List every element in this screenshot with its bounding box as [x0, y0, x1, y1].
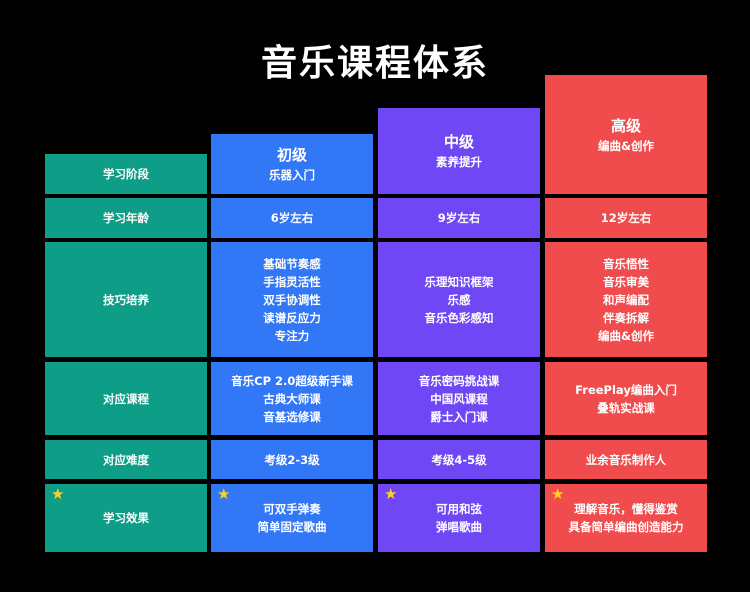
cell-text: 音乐CP 2.0超级新手课 — [231, 373, 353, 388]
row-label: 对应课程 — [45, 362, 207, 435]
star-icon: ★ — [51, 485, 65, 503]
table-cell-advanced: FreePlay编曲入门叠轨实战课 — [545, 362, 707, 435]
cell-text: 9岁左右 — [437, 211, 481, 225]
cell-text: 乐理知识框架 — [424, 274, 494, 289]
level-header-beginner: 初级乐器入门 — [211, 134, 373, 194]
level-subtitle: 素养提升 — [436, 155, 482, 169]
cell-text: 考级2-3级 — [264, 452, 320, 467]
cell-text: 业余音乐制作人 — [585, 452, 667, 467]
cell-text: 音乐色彩感知 — [424, 310, 494, 325]
row-label-text: 对应课程 — [103, 391, 149, 406]
level-name: 高级 — [610, 116, 641, 135]
row-label-text: 学习阶段 — [103, 167, 149, 181]
star-icon: ★ — [217, 485, 231, 503]
cell-text: 音乐密码挑战课 — [418, 373, 500, 388]
table-cell-advanced: 业余音乐制作人 — [545, 440, 707, 479]
cell-text: 考级4-5级 — [431, 452, 487, 467]
cell-text: 手指灵活性 — [263, 274, 321, 289]
cell-text: 音基选修课 — [263, 409, 321, 424]
table-cell-advanced: 理解音乐，懂得鉴赏具备简单编曲创造能力 ★ — [545, 484, 707, 552]
cell-text: 古典大师课 — [263, 391, 321, 406]
table-cell-intermediate: 9岁左右 — [378, 198, 540, 238]
row-label: 技巧培养 — [45, 242, 207, 357]
cell-text: 音乐悟性 — [603, 256, 649, 271]
cell-text: 基础节奏感 — [263, 256, 321, 271]
cell-text: 12岁左右 — [600, 211, 652, 225]
cell-text: 中国风课程 — [430, 391, 488, 406]
cell-text: 专注力 — [274, 328, 310, 343]
cell-text: FreePlay编曲入门 — [575, 382, 677, 397]
table-cell-intermediate: 乐理知识框架乐感音乐色彩感知 — [378, 242, 540, 357]
table-cell-beginner: 基础节奏感手指灵活性双手协调性读谱反应力专注力 — [211, 242, 373, 357]
cell-text: 伴奏拆解 — [603, 310, 649, 325]
table-cell-beginner: 可双手弹奏简单固定歌曲 ★ — [211, 484, 373, 552]
row-label-text: 学习效果 — [103, 511, 149, 525]
table-cell-beginner: 考级2-3级 — [211, 440, 373, 479]
cell-text: 乐感 — [447, 292, 471, 307]
cell-text: 音乐审美 — [603, 274, 649, 289]
level-subtitle: 乐器入门 — [269, 168, 315, 182]
level-header-advanced: 高级编曲&创作 — [545, 75, 707, 194]
cell-text: 可双手弹奏 — [263, 502, 321, 516]
table-cell-intermediate: 可用和弦弹唱歌曲 ★ — [378, 484, 540, 552]
cell-text: 读谱反应力 — [263, 310, 321, 325]
cell-text: 6岁左右 — [270, 211, 314, 225]
cell-text: 弹唱歌曲 — [436, 520, 482, 534]
cell-text: 可用和弦 — [436, 502, 482, 516]
cell-text: 和声编配 — [603, 292, 649, 307]
level-name: 中级 — [443, 133, 474, 151]
table-cell-advanced: 音乐悟性音乐审美和声编配伴奏拆解编曲&创作 — [545, 242, 707, 357]
row-label-text: 技巧培养 — [103, 292, 149, 307]
cell-text: 叠轨实战课 — [597, 400, 655, 415]
row-label-text: 学习年龄 — [103, 211, 149, 225]
star-icon: ★ — [384, 485, 398, 503]
level-subtitle: 编曲&创作 — [597, 138, 655, 153]
cell-text: 具备简单编曲创造能力 — [568, 520, 684, 534]
level-header-intermediate: 中级素养提升 — [378, 108, 540, 194]
table-cell-advanced: 12岁左右 — [545, 198, 707, 238]
table-cell-intermediate: 考级4-5级 — [378, 440, 540, 479]
row-label: 对应难度 — [45, 440, 207, 479]
row-label: 学习年龄 — [45, 198, 207, 238]
star-icon: ★ — [551, 485, 565, 503]
cell-text: 双手协调性 — [263, 292, 321, 307]
level-name: 初级 — [276, 146, 307, 164]
cell-text: 编曲&创作 — [597, 328, 655, 343]
table-cell-beginner: 音乐CP 2.0超级新手课古典大师课音基选修课 — [211, 362, 373, 435]
page-title: 音乐课程体系 — [260, 43, 489, 84]
cell-text: 简单固定歌曲 — [257, 520, 327, 534]
table-cell-beginner: 6岁左右 — [211, 198, 373, 238]
row-label-text: 对应难度 — [103, 452, 149, 467]
table-cell-intermediate: 音乐密码挑战课中国风课程爵士入门课 — [378, 362, 540, 435]
row-label: 学习阶段 — [45, 154, 207, 194]
row-label: 学习效果 ★ — [45, 484, 207, 552]
cell-text: 理解音乐，懂得鉴赏 — [574, 502, 678, 516]
cell-text: 爵士入门课 — [430, 409, 488, 424]
